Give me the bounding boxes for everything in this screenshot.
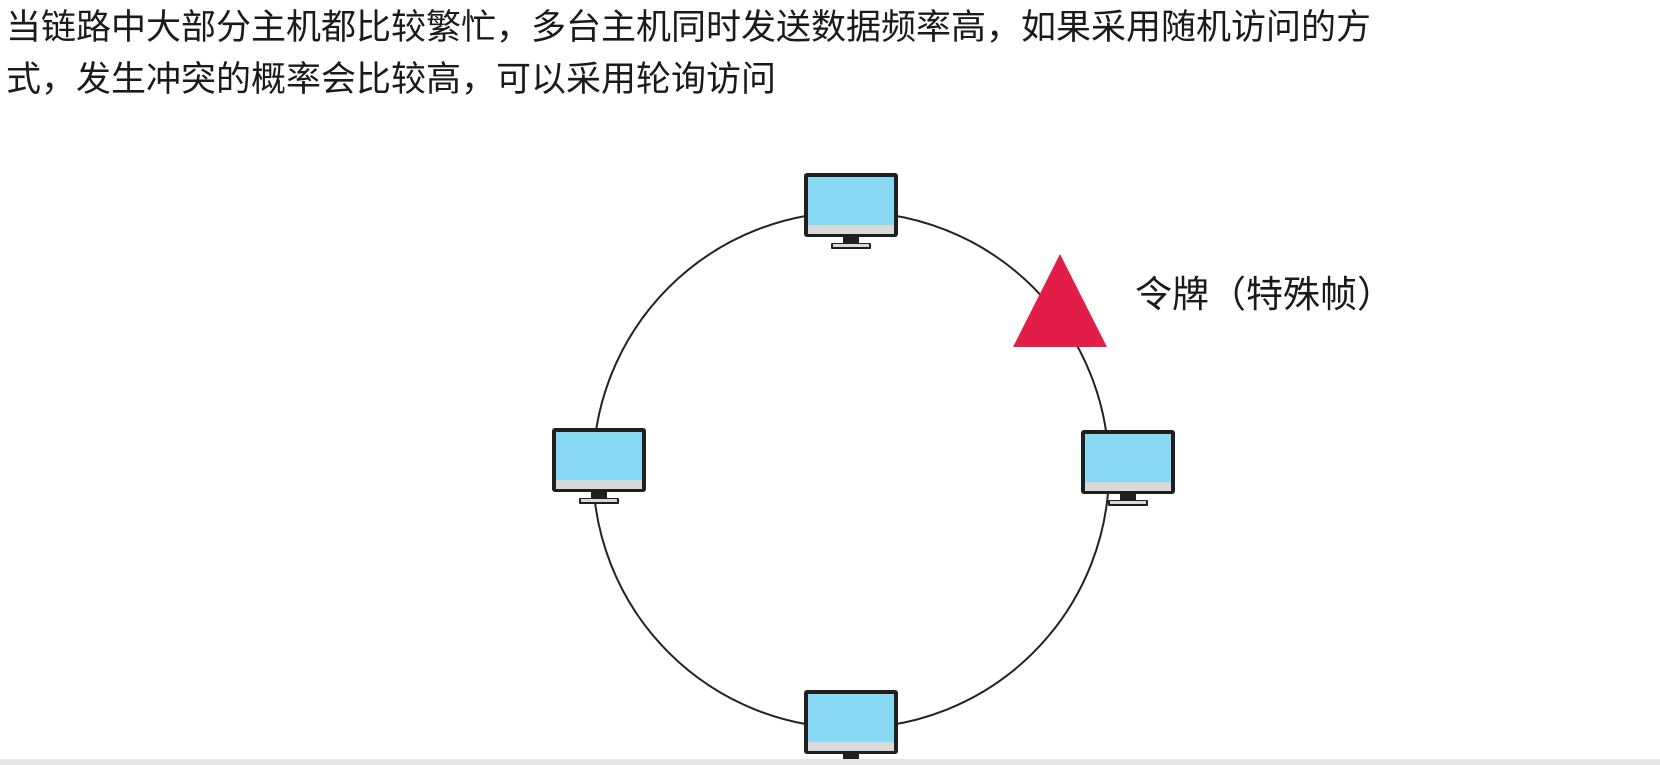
desktop-computer-icon (552, 428, 646, 504)
description-line-2: 式，发生冲突的概率会比较高，可以采用轮询访问 (6, 60, 777, 100)
network-ring (592, 211, 1110, 729)
description-line-1: 当链路中大部分主机都比较繁忙，多台主机同时发送数据频率高，如果采用随机访问的方 (6, 8, 1372, 48)
desktop-computer-icon (1081, 430, 1175, 506)
desktop-computer-icon (804, 690, 898, 765)
token-label: 令牌（特殊帧） (1135, 273, 1394, 316)
triangle-token-icon (1013, 254, 1107, 347)
slide-description: 当链路中大部分主机都比较繁忙，多台主机同时发送数据频率高，如果采用随机访问的方 … (6, 2, 1656, 106)
bottom-strip (0, 759, 1660, 765)
computer-bottom (804, 690, 898, 765)
computer-left (552, 428, 646, 504)
desktop-computer-icon (804, 173, 898, 249)
computer-right (1081, 430, 1175, 506)
computer-top (804, 173, 898, 249)
